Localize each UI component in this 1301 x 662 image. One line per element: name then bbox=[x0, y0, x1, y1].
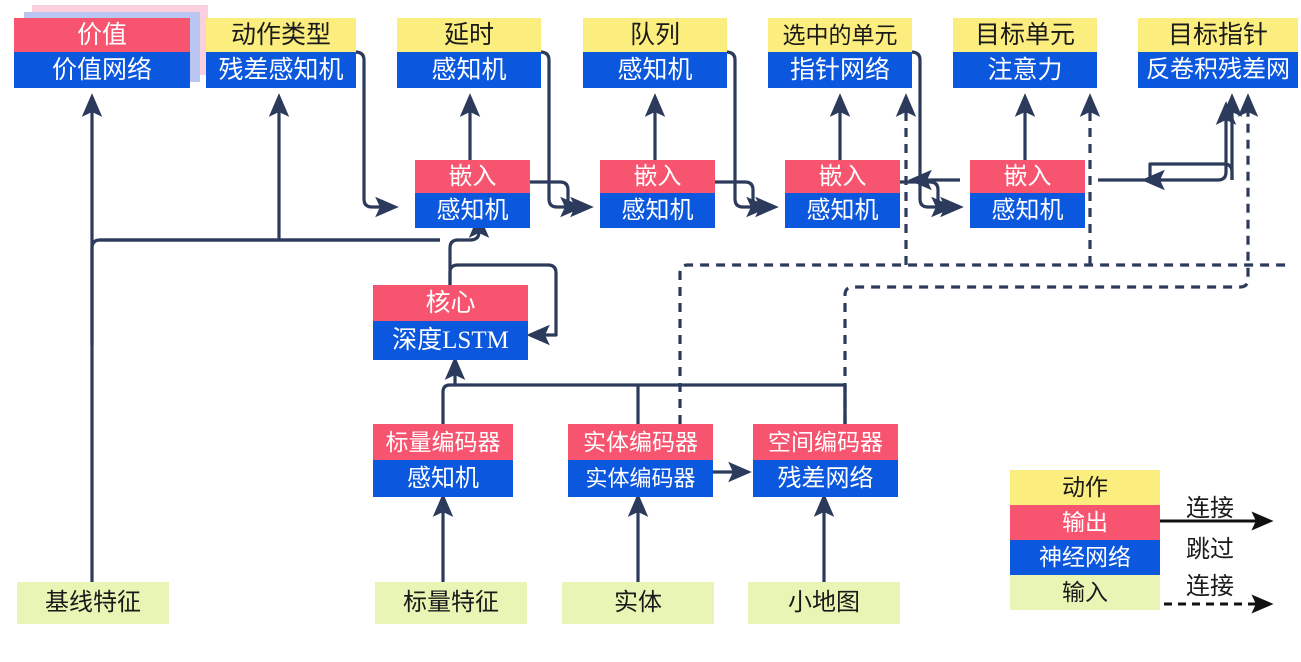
legend-connection-label: 连接 bbox=[1186, 496, 1234, 522]
legend-swatches: 动作 输出 神经网络 输入 bbox=[1010, 470, 1160, 610]
node-scalar-features-label: 标量特征 bbox=[375, 582, 527, 624]
legend-swatch-output: 输出 bbox=[1010, 505, 1160, 540]
node-embed-2[interactable]: 嵌入 感知机 bbox=[600, 160, 715, 228]
node-scalar-features[interactable]: 标量特征 bbox=[375, 582, 527, 624]
node-embed-2-bottom: 感知机 bbox=[600, 193, 715, 228]
node-delay[interactable]: 延时 感知机 bbox=[397, 18, 541, 88]
node-entity-encoder[interactable]: 实体编码器 实体编码器 bbox=[568, 424, 713, 497]
node-scalar-encoder-bottom: 感知机 bbox=[373, 460, 513, 497]
legend-skip-label-line1: 跳过 bbox=[1186, 537, 1234, 563]
legend-skip-label-line2: 连接 bbox=[1186, 574, 1234, 600]
node-action-type[interactable]: 动作类型 残差感知机 bbox=[206, 18, 356, 88]
node-baseline-features-label: 基线特征 bbox=[17, 582, 169, 624]
node-embed-4-top: 嵌入 bbox=[970, 160, 1085, 193]
node-target-unit-top: 目标单元 bbox=[953, 18, 1097, 52]
node-minimap-label: 小地图 bbox=[748, 582, 900, 624]
node-embed-1-top: 嵌入 bbox=[415, 160, 530, 193]
node-queue-bottom: 感知机 bbox=[583, 52, 727, 88]
node-embed-1[interactable]: 嵌入 感知机 bbox=[415, 160, 530, 228]
node-value[interactable]: 价值 价值网络 bbox=[14, 18, 190, 88]
node-target-unit[interactable]: 目标单元 注意力 bbox=[953, 18, 1097, 88]
node-value-bottom: 价值网络 bbox=[14, 52, 190, 88]
node-embed-3-bottom: 感知机 bbox=[785, 193, 900, 228]
node-embed-1-bottom: 感知机 bbox=[415, 193, 530, 228]
node-entities-label: 实体 bbox=[562, 582, 714, 624]
legend-swatch-input: 输入 bbox=[1010, 575, 1160, 610]
node-spatial-encoder[interactable]: 空间编码器 残差网络 bbox=[753, 424, 898, 497]
node-scalar-encoder-top: 标量编码器 bbox=[373, 424, 513, 460]
node-target-pointer-bottom: 反卷积残差网 bbox=[1138, 52, 1298, 88]
node-entity-encoder-bottom: 实体编码器 bbox=[568, 460, 713, 497]
node-spatial-encoder-top: 空间编码器 bbox=[753, 424, 898, 460]
node-selected-units[interactable]: 选中的单元 指针网络 bbox=[768, 18, 912, 88]
legend-swatch-network: 神经网络 bbox=[1010, 540, 1160, 575]
node-embed-3[interactable]: 嵌入 感知机 bbox=[785, 160, 900, 228]
node-selected-units-top: 选中的单元 bbox=[768, 18, 912, 52]
node-queue[interactable]: 队列 感知机 bbox=[583, 18, 727, 88]
node-value-top: 价值 bbox=[14, 18, 190, 52]
node-embed-4[interactable]: 嵌入 感知机 bbox=[970, 160, 1085, 228]
node-action-type-top: 动作类型 bbox=[206, 18, 356, 52]
node-queue-top: 队列 bbox=[583, 18, 727, 52]
legend-swatch-action: 动作 bbox=[1010, 470, 1160, 505]
node-embed-3-top: 嵌入 bbox=[785, 160, 900, 193]
node-target-pointer[interactable]: 目标指针 反卷积残差网 bbox=[1138, 18, 1298, 88]
node-entities[interactable]: 实体 bbox=[562, 582, 714, 624]
node-delay-top: 延时 bbox=[397, 18, 541, 52]
node-core[interactable]: 核心 深度LSTM bbox=[373, 285, 528, 360]
node-target-pointer-top: 目标指针 bbox=[1138, 18, 1298, 52]
node-selected-units-bottom: 指针网络 bbox=[768, 52, 912, 88]
node-core-top: 核心 bbox=[373, 285, 528, 321]
node-entity-encoder-top: 实体编码器 bbox=[568, 424, 713, 460]
node-delay-bottom: 感知机 bbox=[397, 52, 541, 88]
node-embed-2-top: 嵌入 bbox=[600, 160, 715, 193]
node-baseline-features[interactable]: 基线特征 bbox=[17, 582, 169, 624]
node-minimap[interactable]: 小地图 bbox=[748, 582, 900, 624]
node-spatial-encoder-bottom: 残差网络 bbox=[753, 460, 898, 497]
node-action-type-bottom: 残差感知机 bbox=[206, 52, 356, 88]
node-scalar-encoder[interactable]: 标量编码器 感知机 bbox=[373, 424, 513, 497]
node-target-unit-bottom: 注意力 bbox=[953, 52, 1097, 88]
node-core-bottom: 深度LSTM bbox=[373, 321, 528, 360]
node-embed-4-bottom: 感知机 bbox=[970, 193, 1085, 228]
